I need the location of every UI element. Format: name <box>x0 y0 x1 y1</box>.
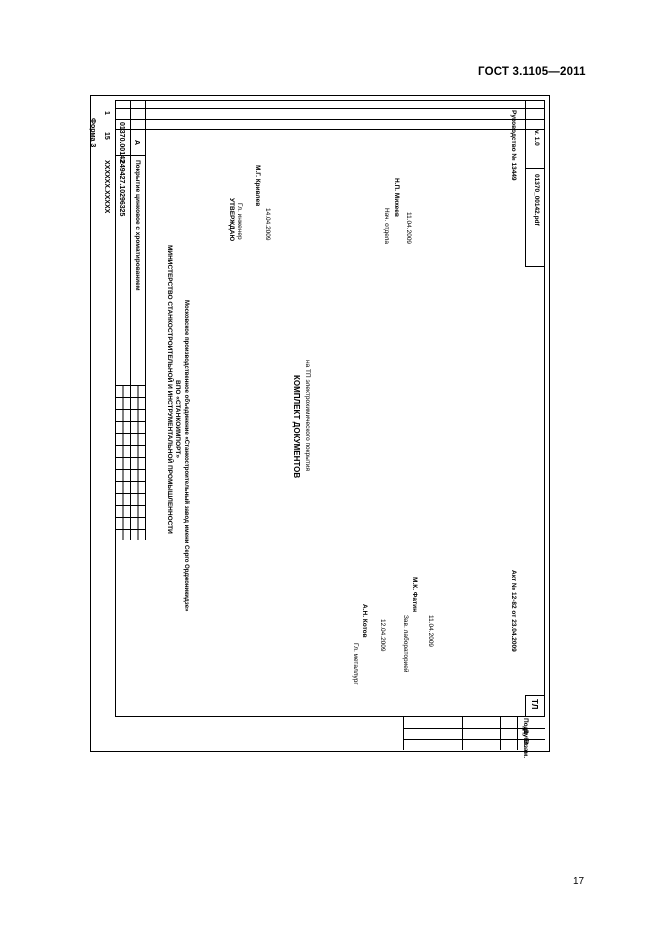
file-name: 01370_00142.pdf <box>533 174 540 226</box>
tb-line <box>115 119 545 120</box>
file-cell-line <box>525 168 545 169</box>
outer-frame <box>90 95 550 752</box>
org-line: ВПО «СТАНКОИМПОРТ» <box>174 380 181 458</box>
sheets-count: 15 <box>103 132 110 140</box>
tb-line <box>130 100 131 540</box>
stamp-divider <box>403 728 545 729</box>
ministry-line: МИНИСТЕРСТВО СТАНКОСТРОИТЕЛЬНОЙ И ИНСТРУ… <box>166 245 173 534</box>
dept-head-date: 11.04.2009 <box>405 212 412 245</box>
document-subtitle: на ТП электрохимического покрытия <box>304 360 311 471</box>
tb-line <box>115 155 145 156</box>
tb-line <box>145 100 146 540</box>
lab-head-date: 11.04.2009 <box>427 615 434 648</box>
stamp-row-label: Взам. <box>522 740 529 759</box>
doc-code: 01370.00142 <box>118 122 125 163</box>
approval-date: 14.04.2009 <box>264 208 271 241</box>
stamp-row-label: Дубл. <box>522 729 529 748</box>
letter: А <box>133 140 140 146</box>
dept-head-name: Н.П. Михеев <box>393 178 400 217</box>
act-reference: Акт № 12-82 от 23.04.2009 <box>510 570 517 652</box>
stamp-divider <box>403 739 545 740</box>
file-cell-line <box>525 100 526 266</box>
metallurgist-name: А.Н. Котов <box>361 604 368 638</box>
tl-divider <box>525 695 545 696</box>
sheet-number: 1 <box>103 111 110 115</box>
lab-head-name: М.К. Фатин <box>411 577 418 613</box>
manual-reference: Руководство № 13449 <box>510 110 517 181</box>
stamp-divider <box>500 717 501 750</box>
tb-line <box>115 129 545 130</box>
stamp-row-label: Подп. <box>522 718 529 737</box>
approval-name: М.Г. Кривлев <box>254 165 261 207</box>
standard-header: ГОСТ 3.1105—2011 <box>478 66 586 78</box>
file-version: v. 1.0 <box>533 130 540 146</box>
stamp-divider <box>403 717 404 750</box>
operation-name: Покрытие цинковое с хроматированием <box>134 160 141 291</box>
tb-line <box>115 108 545 109</box>
title-grid <box>115 385 145 540</box>
page-number: 17 <box>573 876 585 887</box>
tl-mark: ТЛ <box>530 699 539 710</box>
plant-line: Московское производственное объединение … <box>183 300 189 612</box>
document-title: КОМПЛЕКТ ДОКУМЕНТОВ <box>292 375 301 479</box>
stamp-divider <box>517 717 518 750</box>
stamp-divider <box>462 717 463 750</box>
file-cell-line <box>525 266 545 267</box>
tl-divider <box>525 695 526 717</box>
